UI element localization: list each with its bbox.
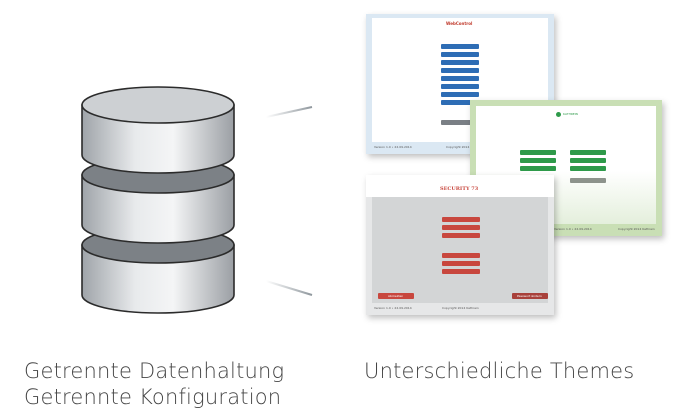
caption-left-line1: Getrennte Datenhaltung [24, 359, 285, 383]
blue-menu-button[interactable] [441, 100, 479, 105]
green-menu-button[interactable] [570, 158, 606, 163]
red-logout-label: Abmelden [388, 294, 404, 298]
green-logo-icon [556, 112, 561, 117]
green-footer-right: Copyright 2014 Kathrein [618, 227, 655, 231]
connector-line-bottom [265, 280, 313, 296]
red-footer-left: Version 1.0 • 22.09.2014 [374, 306, 412, 310]
red-menu-button[interactable] [442, 225, 480, 230]
red-password-button[interactable]: Passwort ändern [512, 293, 548, 299]
connector-line-top [265, 106, 313, 118]
red-title: SECURITY 73 [440, 186, 479, 192]
caption-right: Unterschiedliche Themes [364, 359, 635, 383]
database-icon [81, 86, 235, 314]
red-footer-mid: Copyright 2014 Kathrein [442, 306, 479, 310]
theme-red-screenshot: SECURITY 73 Abmelden Passwort ändern Ver… [366, 175, 554, 315]
green-menu-button[interactable] [520, 166, 556, 171]
database-disk-top [81, 86, 235, 174]
green-menu-button[interactable] [520, 150, 556, 155]
green-menu-button[interactable] [570, 166, 606, 171]
green-logo-text: KATHREIN [563, 112, 578, 116]
blue-footer-mid: Copyright 2014 Kathrein [446, 145, 483, 149]
green-menu-button[interactable] [570, 150, 606, 155]
blue-menu-button[interactable] [441, 92, 479, 97]
blue-menu-button[interactable] [441, 76, 479, 81]
blue-footer-left: Version 1.0 • 22.09.2014 [374, 145, 412, 149]
blue-menu-button[interactable] [441, 52, 479, 57]
blue-menu-button[interactable] [441, 60, 479, 65]
blue-logout-button[interactable] [441, 120, 479, 125]
green-footer-left: Version 1.0 • 22.09.2014 [554, 227, 592, 231]
green-logout-button[interactable] [570, 178, 606, 183]
green-menu-button[interactable] [520, 158, 556, 163]
connector-lines [265, 106, 313, 296]
red-menu-button[interactable] [442, 253, 480, 258]
blue-menu-button[interactable] [441, 84, 479, 89]
blue-logo: WebControl [446, 21, 472, 26]
red-password-label: Passwort ändern [517, 294, 542, 298]
blue-menu-button[interactable] [441, 44, 479, 49]
red-logout-button[interactable]: Abmelden [378, 293, 414, 299]
blue-menu-button[interactable] [441, 68, 479, 73]
red-menu-button[interactable] [442, 233, 480, 238]
blue-logo-text: WebControl [446, 21, 473, 26]
red-menu-button[interactable] [442, 269, 480, 274]
red-menu-button[interactable] [442, 261, 480, 266]
caption-left-line2: Getrennte Konfiguration [24, 385, 282, 409]
red-menu-button[interactable] [442, 217, 480, 222]
